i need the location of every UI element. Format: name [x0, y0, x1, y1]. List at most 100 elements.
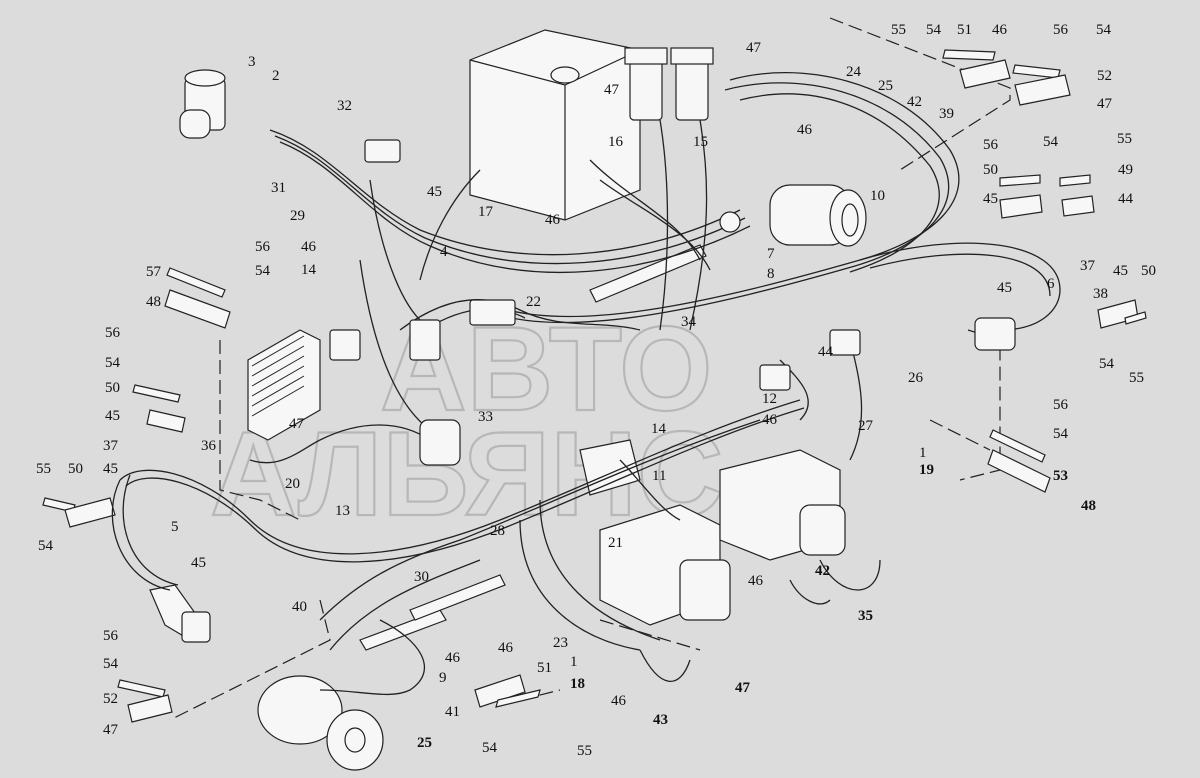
callout-54j: 54 — [482, 740, 498, 756]
callout-54a: 54 — [926, 22, 942, 38]
callout-17: 17 — [478, 204, 494, 220]
callout-46h: 46 — [498, 640, 514, 656]
callout-45f: 45 — [103, 461, 118, 477]
callout-53: 53 — [1053, 468, 1068, 484]
callout-29: 29 — [290, 208, 305, 224]
callout-31: 31 — [271, 180, 286, 196]
callout-27: 27 — [858, 418, 874, 434]
callout-9: 9 — [439, 670, 447, 686]
callout-55d: 55 — [36, 461, 51, 477]
callout-35: 35 — [858, 608, 873, 624]
callout-22: 22 — [526, 294, 541, 310]
callout-34: 34 — [681, 314, 697, 330]
callout-43: 43 — [653, 712, 668, 728]
callout-23: 23 — [553, 635, 568, 651]
callout-54b: 54 — [1096, 22, 1112, 38]
callout-56f: 56 — [103, 628, 119, 644]
callout-46e: 46 — [301, 239, 317, 255]
callout-55a: 55 — [891, 22, 906, 38]
callout-25: 25 — [878, 78, 893, 94]
callout-51a: 51 — [957, 22, 972, 38]
callout-26: 26 — [908, 370, 924, 386]
callout-39: 39 — [939, 106, 954, 122]
callout-47c: 47 — [1097, 96, 1113, 112]
callout-38: 38 — [1093, 286, 1108, 302]
callout-47e: 47 — [103, 722, 119, 738]
callout-3: 3 — [248, 54, 256, 70]
pump-right — [769, 184, 867, 247]
callout-54g: 54 — [105, 355, 121, 371]
callout-30: 30 — [414, 569, 429, 585]
callout-8: 8 — [767, 266, 775, 282]
steering-cylinder — [149, 584, 211, 643]
callout-40: 40 — [292, 599, 307, 615]
callout-46f: 46 — [748, 573, 764, 589]
callout-45b: 45 — [983, 191, 998, 207]
callout-2: 2 — [272, 68, 280, 84]
hydraulic-tank — [469, 29, 641, 221]
callout-45d: 45 — [997, 280, 1012, 296]
callout-52b: 52 — [103, 691, 118, 707]
callout-48b: 48 — [146, 294, 161, 310]
callout-49: 49 — [1118, 162, 1133, 178]
callout-42b: 42 — [815, 563, 830, 579]
callout-54i: 54 — [103, 656, 119, 672]
hoses — [111, 72, 1061, 696]
callout-50d: 50 — [68, 461, 83, 477]
callout-54f: 54 — [255, 263, 271, 279]
callout-46g: 46 — [445, 650, 461, 666]
callout-5: 5 — [171, 519, 179, 535]
callout-21: 21 — [608, 535, 623, 551]
callout-45a: 45 — [427, 184, 442, 200]
callout-37a: 37 — [1080, 258, 1096, 274]
callout-50c: 50 — [105, 380, 120, 396]
callout-28: 28 — [490, 523, 505, 539]
callout-46b: 46 — [797, 122, 813, 138]
callout-45g: 45 — [191, 555, 206, 571]
pump-bottom — [257, 675, 384, 771]
callout-56e: 56 — [105, 325, 121, 341]
callout-55b: 55 — [1117, 131, 1132, 147]
callout-54c: 54 — [1043, 134, 1059, 150]
callout-4: 4 — [440, 244, 448, 260]
callout-18: 18 — [570, 676, 585, 692]
callout-12: 12 — [762, 391, 777, 407]
callout-47f: 47 — [735, 680, 751, 696]
callout-46c: 46 — [992, 22, 1008, 38]
callout-33: 33 — [478, 409, 493, 425]
oil-cooler — [247, 329, 321, 441]
callout-46a: 46 — [545, 212, 561, 228]
callout-24: 24 — [846, 64, 862, 80]
callout-51b: 51 — [537, 660, 552, 676]
callout-14: 14 — [301, 262, 317, 278]
callout-16: 16 — [608, 134, 624, 150]
callout-11: 11 — [652, 468, 666, 484]
callout-56a: 56 — [1053, 22, 1069, 38]
callout-45c: 45 — [1113, 263, 1128, 279]
callout-47a: 47 — [604, 82, 620, 98]
control-valves — [579, 439, 846, 626]
callout-46d: 46 — [762, 412, 778, 428]
callout-14b: 14 — [651, 421, 667, 437]
callout-46i: 46 — [611, 693, 627, 709]
callout-13: 13 — [335, 503, 350, 519]
fittings — [329, 139, 1016, 466]
callout-52a: 52 — [1097, 68, 1112, 84]
callout-55e: 55 — [577, 743, 592, 759]
callout-50a: 50 — [983, 162, 998, 178]
callout-7: 7 — [767, 246, 775, 262]
callout-19: 19 — [919, 462, 934, 478]
callout-25b: 25 — [417, 735, 432, 751]
callout-56d: 56 — [255, 239, 271, 255]
filters — [624, 47, 714, 121]
callout-54e: 54 — [1053, 426, 1069, 442]
callout-47b: 47 — [746, 40, 762, 56]
callout-44b: 44 — [818, 344, 834, 360]
cylinders — [359, 244, 707, 651]
callout-36: 36 — [201, 438, 217, 454]
callout-37b: 37 — [103, 438, 119, 454]
clamps — [42, 49, 1147, 723]
callout-1a: 1 — [919, 445, 927, 461]
